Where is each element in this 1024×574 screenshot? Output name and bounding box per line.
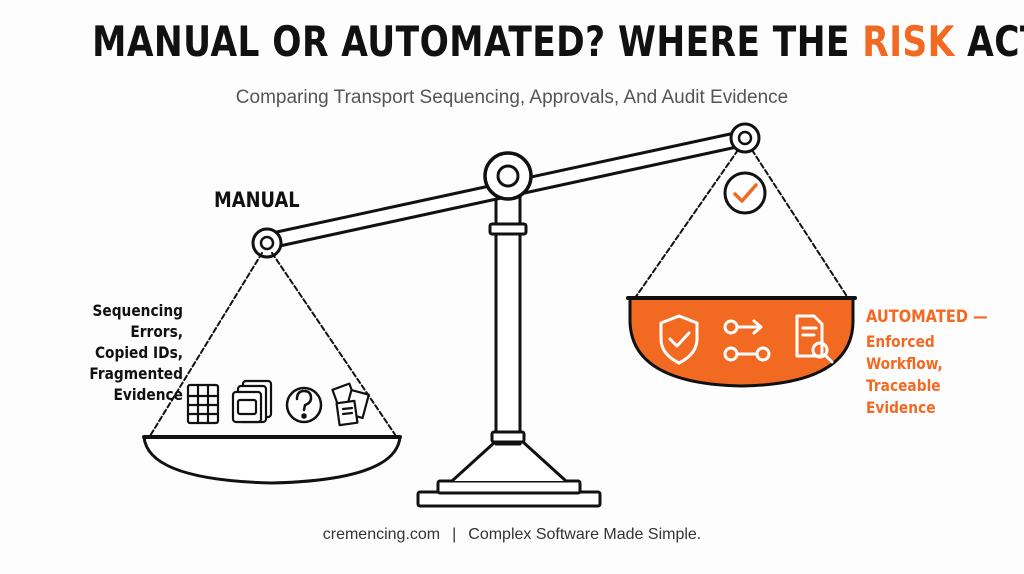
copy-stack-icon [231,379,273,424]
automated-description-line: Enforced Workflow, [866,332,943,373]
page-title: MANUAL OR AUTOMATED? WHERE THE RISK ACTU… [92,14,1024,70]
pivot-joint [483,151,533,201]
manual-description: Sequencing Errors, Copied IDs, Fragmente… [41,300,183,405]
right-chains [634,149,849,299]
scale-pillar [488,188,528,446]
automated-label: AUTOMATED — [866,307,988,327]
automated-description: Enforced Workflow, Traceable Evidence [866,331,1012,419]
scale-base [416,440,602,508]
question-icon [285,386,323,424]
footer-site: cremencing.com [322,526,441,543]
shield-check-icon [659,314,699,365]
footer-separator: | [452,526,457,543]
footer-tagline: Complex Software Made Simple. [468,526,702,543]
document-search-icon [795,314,834,364]
title-part-2: ACTUALLY HIDES [967,17,1024,66]
footer: cremencing.com | Complex Software Made Sim… [0,524,1024,546]
manual-description-line: Evidence [113,385,183,404]
scattered-documents-icon [331,382,370,427]
manual-description-line: Fragmented [89,364,183,383]
title-highlight: RISK [862,17,955,66]
left-chains [149,252,397,437]
checkmark-icon [723,171,767,215]
left-pan [142,435,402,485]
left-beam-cap [251,227,283,259]
right-beam-cap [729,122,761,154]
spreadsheet-icon [186,383,220,425]
automated-description-line: Traceable Evidence [866,376,941,417]
subtitle: Comparing Transport Sequencing, Approval… [235,87,789,108]
workflow-icon [723,319,771,362]
manual-label: MANUAL [214,188,300,212]
manual-description-line: Sequencing Errors, [92,301,183,341]
manual-description-line: Copied IDs, [94,343,183,362]
title-part-1: MANUAL OR AUTOMATED? WHERE THE [92,17,863,66]
